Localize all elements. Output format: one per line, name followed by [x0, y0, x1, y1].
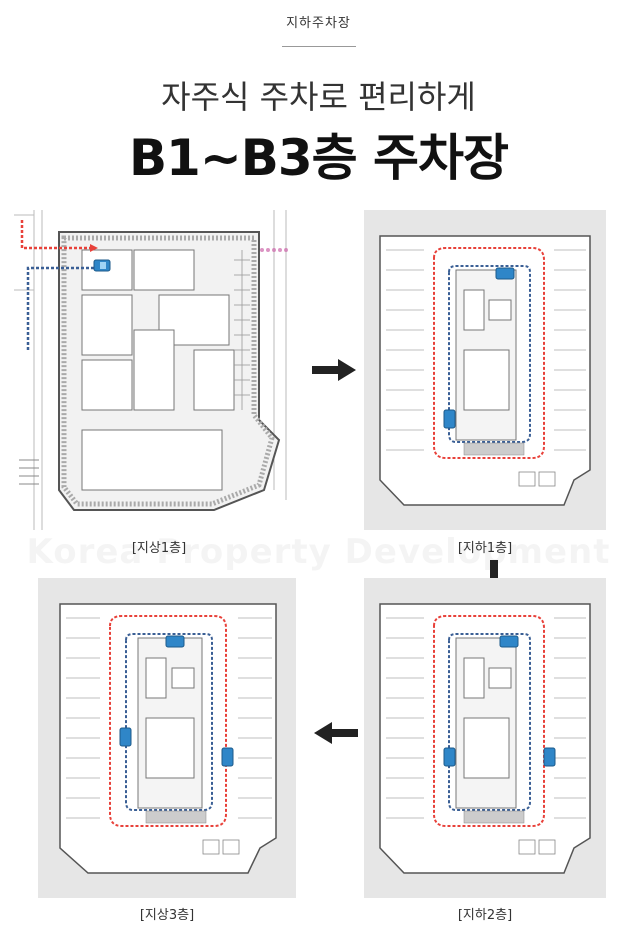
- floor-label-b2: [지하2층]: [457, 908, 513, 923]
- page-title: B1~B3층 주차장: [128, 129, 509, 187]
- car-icon: [443, 267, 515, 429]
- floor-3-drawing: [59, 603, 277, 874]
- floor-label-ground-1: [지상1층]: [131, 541, 187, 556]
- b2-drawing: [379, 603, 591, 874]
- watermark: Korea Property Development: [0, 532, 637, 572]
- b1-drawing: [379, 235, 591, 506]
- floor-plan-b1: [364, 210, 606, 530]
- floor-plan-b2: [364, 578, 606, 898]
- arrow-left-icon: [314, 722, 358, 744]
- arrow-right-icon: [312, 359, 356, 381]
- floor-label-3: [지상3층]: [139, 908, 195, 923]
- page-subtitle: 자주식 주차로 편리하게: [161, 78, 476, 116]
- car-icon: [443, 635, 556, 767]
- ground-floor-drawing: [14, 210, 288, 530]
- section-tag: 지하주차장: [286, 16, 351, 31]
- car-icon: [93, 259, 111, 272]
- floor-label-b1: [지하1층]: [457, 541, 513, 556]
- floor-plan-ground-1: [14, 210, 304, 530]
- floor-plan-3: [38, 578, 296, 898]
- car-icon: [119, 635, 234, 767]
- section-tag-underline: [282, 46, 356, 47]
